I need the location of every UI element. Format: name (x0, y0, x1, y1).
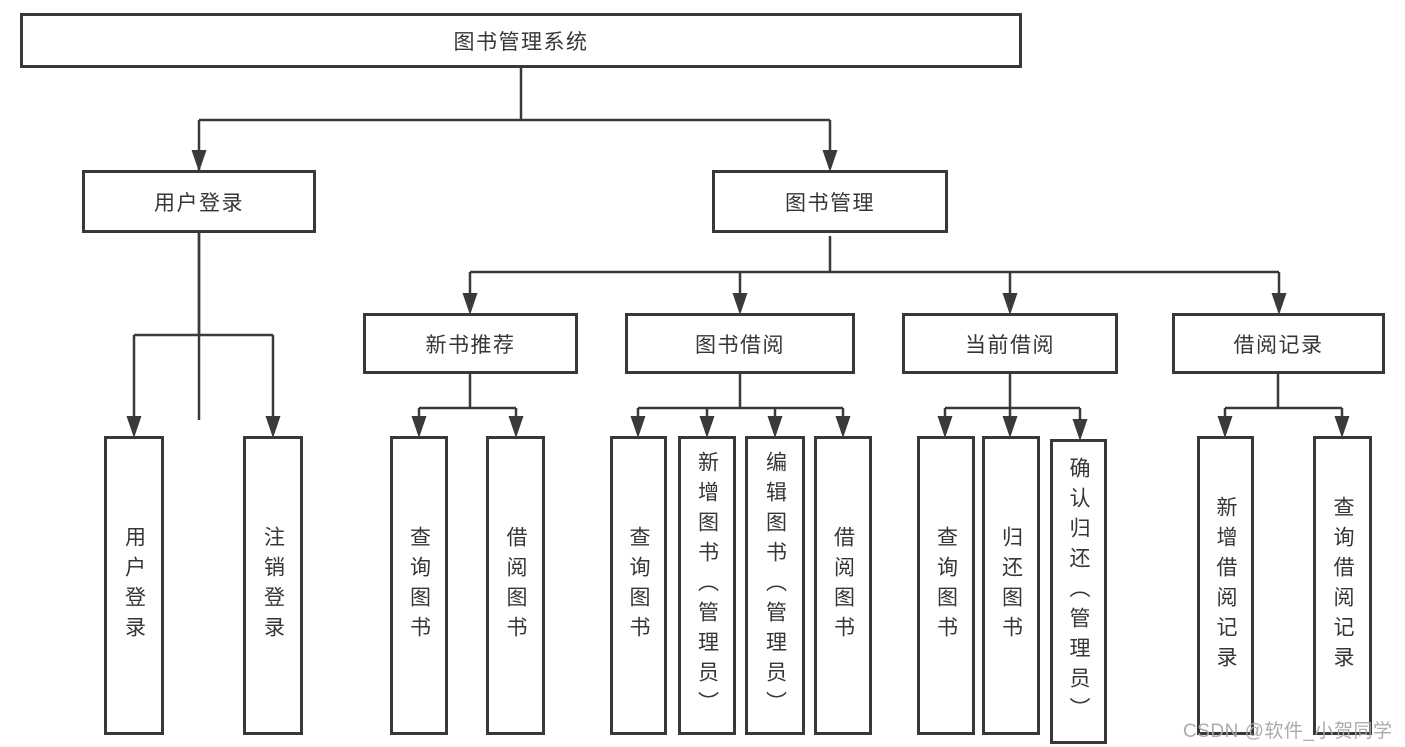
node-label: 编辑图书（管理员） (763, 450, 787, 721)
leaf-edit-book-admin: 编辑图书（管理员） (745, 436, 805, 735)
node-label: 查询借阅记录 (1331, 495, 1354, 676)
leaf-add-book-admin: 新增图书（管理员） (678, 436, 736, 735)
leaf-current-query-books: 查询图书 (917, 436, 975, 735)
node-label: 注销登录 (261, 525, 285, 646)
leaf-query-borrow-record: 查询借阅记录 (1313, 436, 1372, 735)
node-label: 查询图书 (627, 525, 650, 646)
connector-newbook-fanout (417, 374, 518, 422)
node-book-borrowing: 图书借阅 (625, 313, 855, 374)
leaf-newbook-borrow-books: 借阅图书 (486, 436, 545, 735)
node-label: 确认归还（管理员） (1067, 456, 1090, 727)
leaf-add-borrow-record: 新增借阅记录 (1197, 436, 1254, 735)
csdn-watermark: CSDN @软件_小贺同学 (1183, 721, 1393, 742)
leaf-user-login: 用户登录 (104, 436, 164, 735)
arrowheads (126, 150, 1350, 441)
node-label: 查询图书 (934, 525, 958, 646)
leaf-return-books: 归还图书 (982, 436, 1040, 735)
connector-bookborrow-fanout (636, 374, 845, 422)
node-label: 新增图书（管理员） (695, 450, 719, 721)
node-label: 新增借阅记录 (1214, 495, 1237, 676)
leaf-newbook-query-books: 查询图书 (390, 436, 448, 735)
node-label: 借阅图书 (831, 525, 855, 646)
node-label: 借阅记录 (1233, 333, 1324, 357)
node-label: 图书借阅 (695, 333, 785, 357)
node-label: 当前借阅 (965, 333, 1055, 357)
connector-currentborrow-fanout (943, 374, 1082, 425)
connector-borrowrecord-fanout (1223, 374, 1344, 422)
node-label: 新书推荐 (425, 333, 516, 357)
node-borrowing-records: 借阅记录 (1172, 313, 1385, 374)
node-label: 图书管理系统 (453, 30, 589, 54)
node-label: 借阅图书 (504, 525, 527, 646)
node-library-system: 图书管理系统 (20, 13, 1022, 68)
leaf-confirm-return-admin: 确认归还（管理员） (1050, 439, 1107, 744)
node-label: 查询图书 (407, 525, 431, 646)
connector-userlogin-fanout (132, 233, 275, 422)
node-label: 归还图书 (999, 525, 1023, 646)
leaf-logout: 注销登录 (243, 436, 303, 735)
leaf-borrow-query-books: 查询图书 (610, 436, 667, 735)
node-book-management-branch: 图书管理 (712, 170, 948, 233)
node-user-login-branch: 用户登录 (82, 170, 316, 233)
node-label: 用户登录 (154, 191, 244, 215)
connector-root-to-level2 (197, 68, 832, 420)
node-label: 图书管理 (785, 191, 875, 215)
connector-bookmgmt-fanout (468, 236, 1281, 299)
leaf-borrow-books: 借阅图书 (814, 436, 872, 735)
node-new-book-recommend: 新书推荐 (363, 313, 578, 374)
node-current-borrowing: 当前借阅 (902, 313, 1118, 374)
node-label: 用户登录 (122, 525, 146, 646)
